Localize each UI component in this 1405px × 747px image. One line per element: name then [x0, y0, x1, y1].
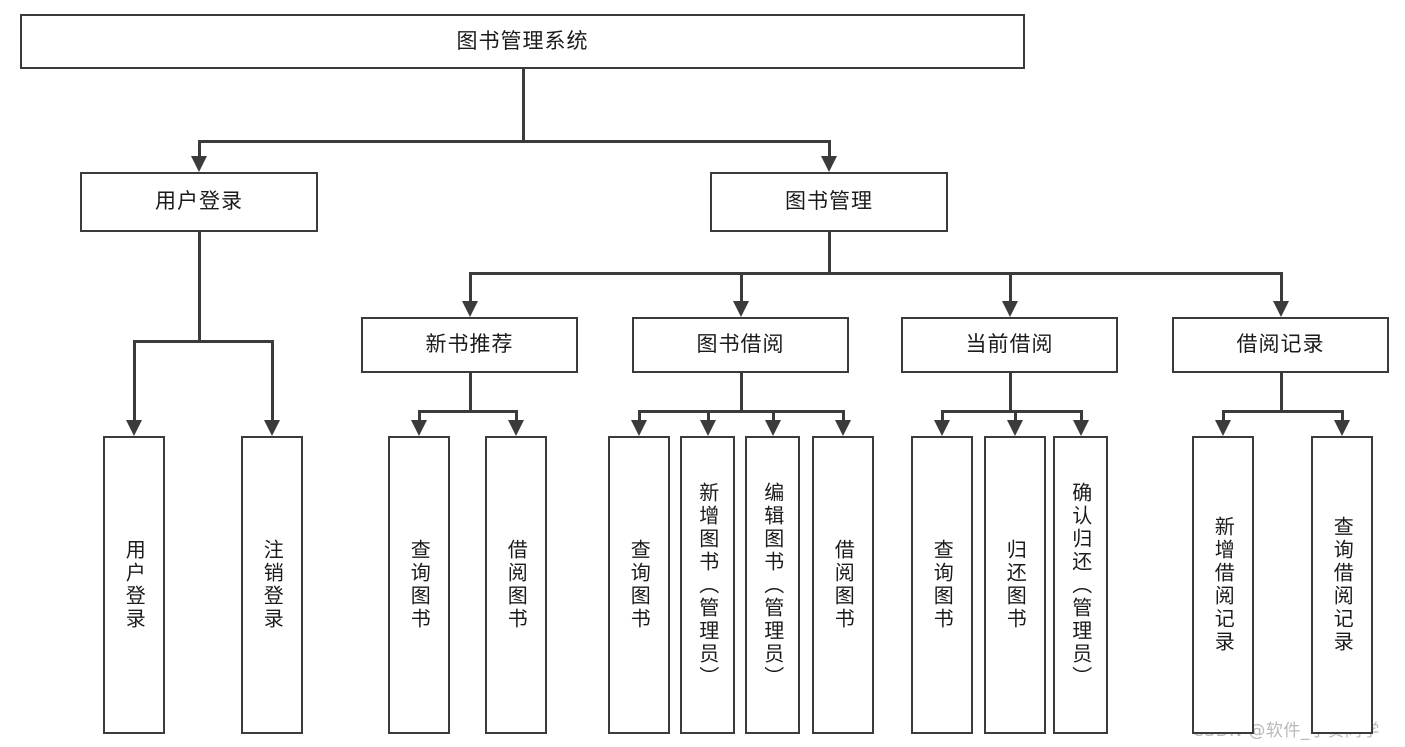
connector-vertical	[1008, 272, 1012, 303]
arrow-head-icon	[821, 156, 837, 172]
arrow-head-icon	[508, 420, 524, 436]
connector-vertical	[198, 232, 201, 340]
arrow-head-icon	[126, 420, 142, 436]
node-label: 当前借阅	[965, 332, 1054, 357]
node-leaf-query-book-current: 查询图书	[911, 436, 973, 734]
node-leaf-borrow-book: 借阅图书	[812, 436, 874, 734]
connector-horizontal	[134, 340, 272, 343]
arrow-head-icon	[264, 420, 280, 436]
arrow-head-icon	[699, 420, 716, 436]
node-label: 借阅记录	[1236, 332, 1325, 357]
node-label: 用户登录	[122, 539, 147, 631]
connector-horizontal	[1223, 410, 1342, 413]
connector-vertical	[1279, 373, 1283, 410]
connector-vertical	[739, 272, 743, 303]
node-leaf-user-login: 用户登录	[103, 436, 165, 734]
node-book-manage: 图书管理	[710, 172, 948, 232]
node-label: 查询图书	[627, 539, 652, 631]
arrow-head-icon	[1007, 420, 1023, 436]
node-user-login: 用户登录	[80, 172, 318, 232]
node-label: 新增图书（管理员）	[695, 481, 720, 689]
connector-vertical	[1079, 410, 1083, 422]
arrow-head-icon	[835, 420, 851, 436]
connector-vertical	[418, 410, 421, 422]
node-label: 查询借阅记录	[1330, 516, 1355, 654]
connector-vertical	[468, 373, 472, 410]
arrow-head-icon	[1072, 420, 1089, 436]
connector-vertical	[638, 410, 641, 422]
connector-vertical	[1008, 373, 1012, 410]
node-label: 确认归还（管理员）	[1068, 481, 1093, 689]
arrow-head-icon	[1272, 301, 1289, 317]
connector-vertical	[771, 410, 775, 422]
connector-vertical	[739, 373, 743, 410]
node-book-borrow: 图书借阅	[632, 317, 849, 373]
node-leaf-add-book: 新增图书（管理员）	[680, 436, 735, 734]
node-label: 编辑图书（管理员）	[760, 481, 785, 689]
connector-vertical	[1279, 272, 1283, 303]
node-label: 归还图书	[1003, 539, 1028, 631]
node-leaf-query-book-borrow: 查询图书	[608, 436, 670, 734]
connector-horizontal	[639, 410, 843, 413]
arrow-head-icon	[631, 420, 647, 436]
node-leaf-query-borrow-record: 查询借阅记录	[1311, 436, 1373, 734]
connector-vertical	[1341, 410, 1344, 422]
arrow-head-icon	[411, 420, 427, 436]
node-leaf-return-book: 归还图书	[984, 436, 1046, 734]
node-new-book-recommend: 新书推荐	[361, 317, 578, 373]
connector-vertical	[133, 340, 136, 422]
node-label: 图书管理	[785, 189, 873, 214]
node-label: 借阅图书	[504, 539, 529, 631]
arrow-head-icon	[1001, 301, 1018, 317]
connector-vertical	[1014, 410, 1017, 422]
node-root: 图书管理系统	[20, 14, 1025, 69]
arrow-head-icon	[1334, 420, 1350, 436]
arrow-head-icon	[461, 301, 478, 317]
connector-horizontal	[419, 410, 516, 413]
node-leaf-confirm-return: 确认归还（管理员）	[1053, 436, 1108, 734]
connector-vertical	[515, 410, 518, 422]
node-borrow-record: 借阅记录	[1172, 317, 1389, 373]
node-label: 用户登录	[155, 189, 243, 214]
arrow-head-icon	[191, 156, 207, 172]
node-label: 新增借阅记录	[1211, 516, 1236, 654]
arrow-head-icon	[1215, 420, 1231, 436]
connector-horizontal	[942, 410, 1081, 413]
arrow-head-icon	[934, 420, 950, 436]
node-label: 图书借阅	[696, 332, 785, 357]
connector-vertical	[842, 410, 845, 422]
node-label: 新书推荐	[425, 332, 514, 357]
connector-vertical	[521, 69, 525, 140]
arrow-head-icon	[764, 420, 781, 436]
node-label: 借阅图书	[831, 539, 856, 631]
connector-vertical	[468, 272, 472, 303]
connector-vertical	[706, 410, 710, 422]
connector-vertical	[1222, 410, 1225, 422]
connector-vertical	[271, 340, 274, 422]
connector-vertical	[828, 140, 831, 158]
connector-vertical	[828, 232, 831, 272]
node-label: 查询图书	[930, 539, 955, 631]
node-leaf-add-borrow-record: 新增借阅记录	[1192, 436, 1254, 734]
node-label: 注销登录	[260, 539, 285, 631]
connector-horizontal	[469, 272, 1281, 275]
node-leaf-edit-book: 编辑图书（管理员）	[745, 436, 800, 734]
node-leaf-borrow-book-recommend: 借阅图书	[485, 436, 547, 734]
connector-vertical	[198, 140, 201, 158]
node-leaf-user-logout: 注销登录	[241, 436, 303, 734]
node-current-borrow: 当前借阅	[901, 317, 1118, 373]
node-label: 图书管理系统	[456, 28, 589, 53]
connector-vertical	[941, 410, 944, 422]
connector-horizontal	[199, 140, 829, 143]
node-leaf-query-book-recommend: 查询图书	[388, 436, 450, 734]
arrow-head-icon	[732, 301, 749, 317]
node-label: 查询图书	[407, 539, 432, 631]
